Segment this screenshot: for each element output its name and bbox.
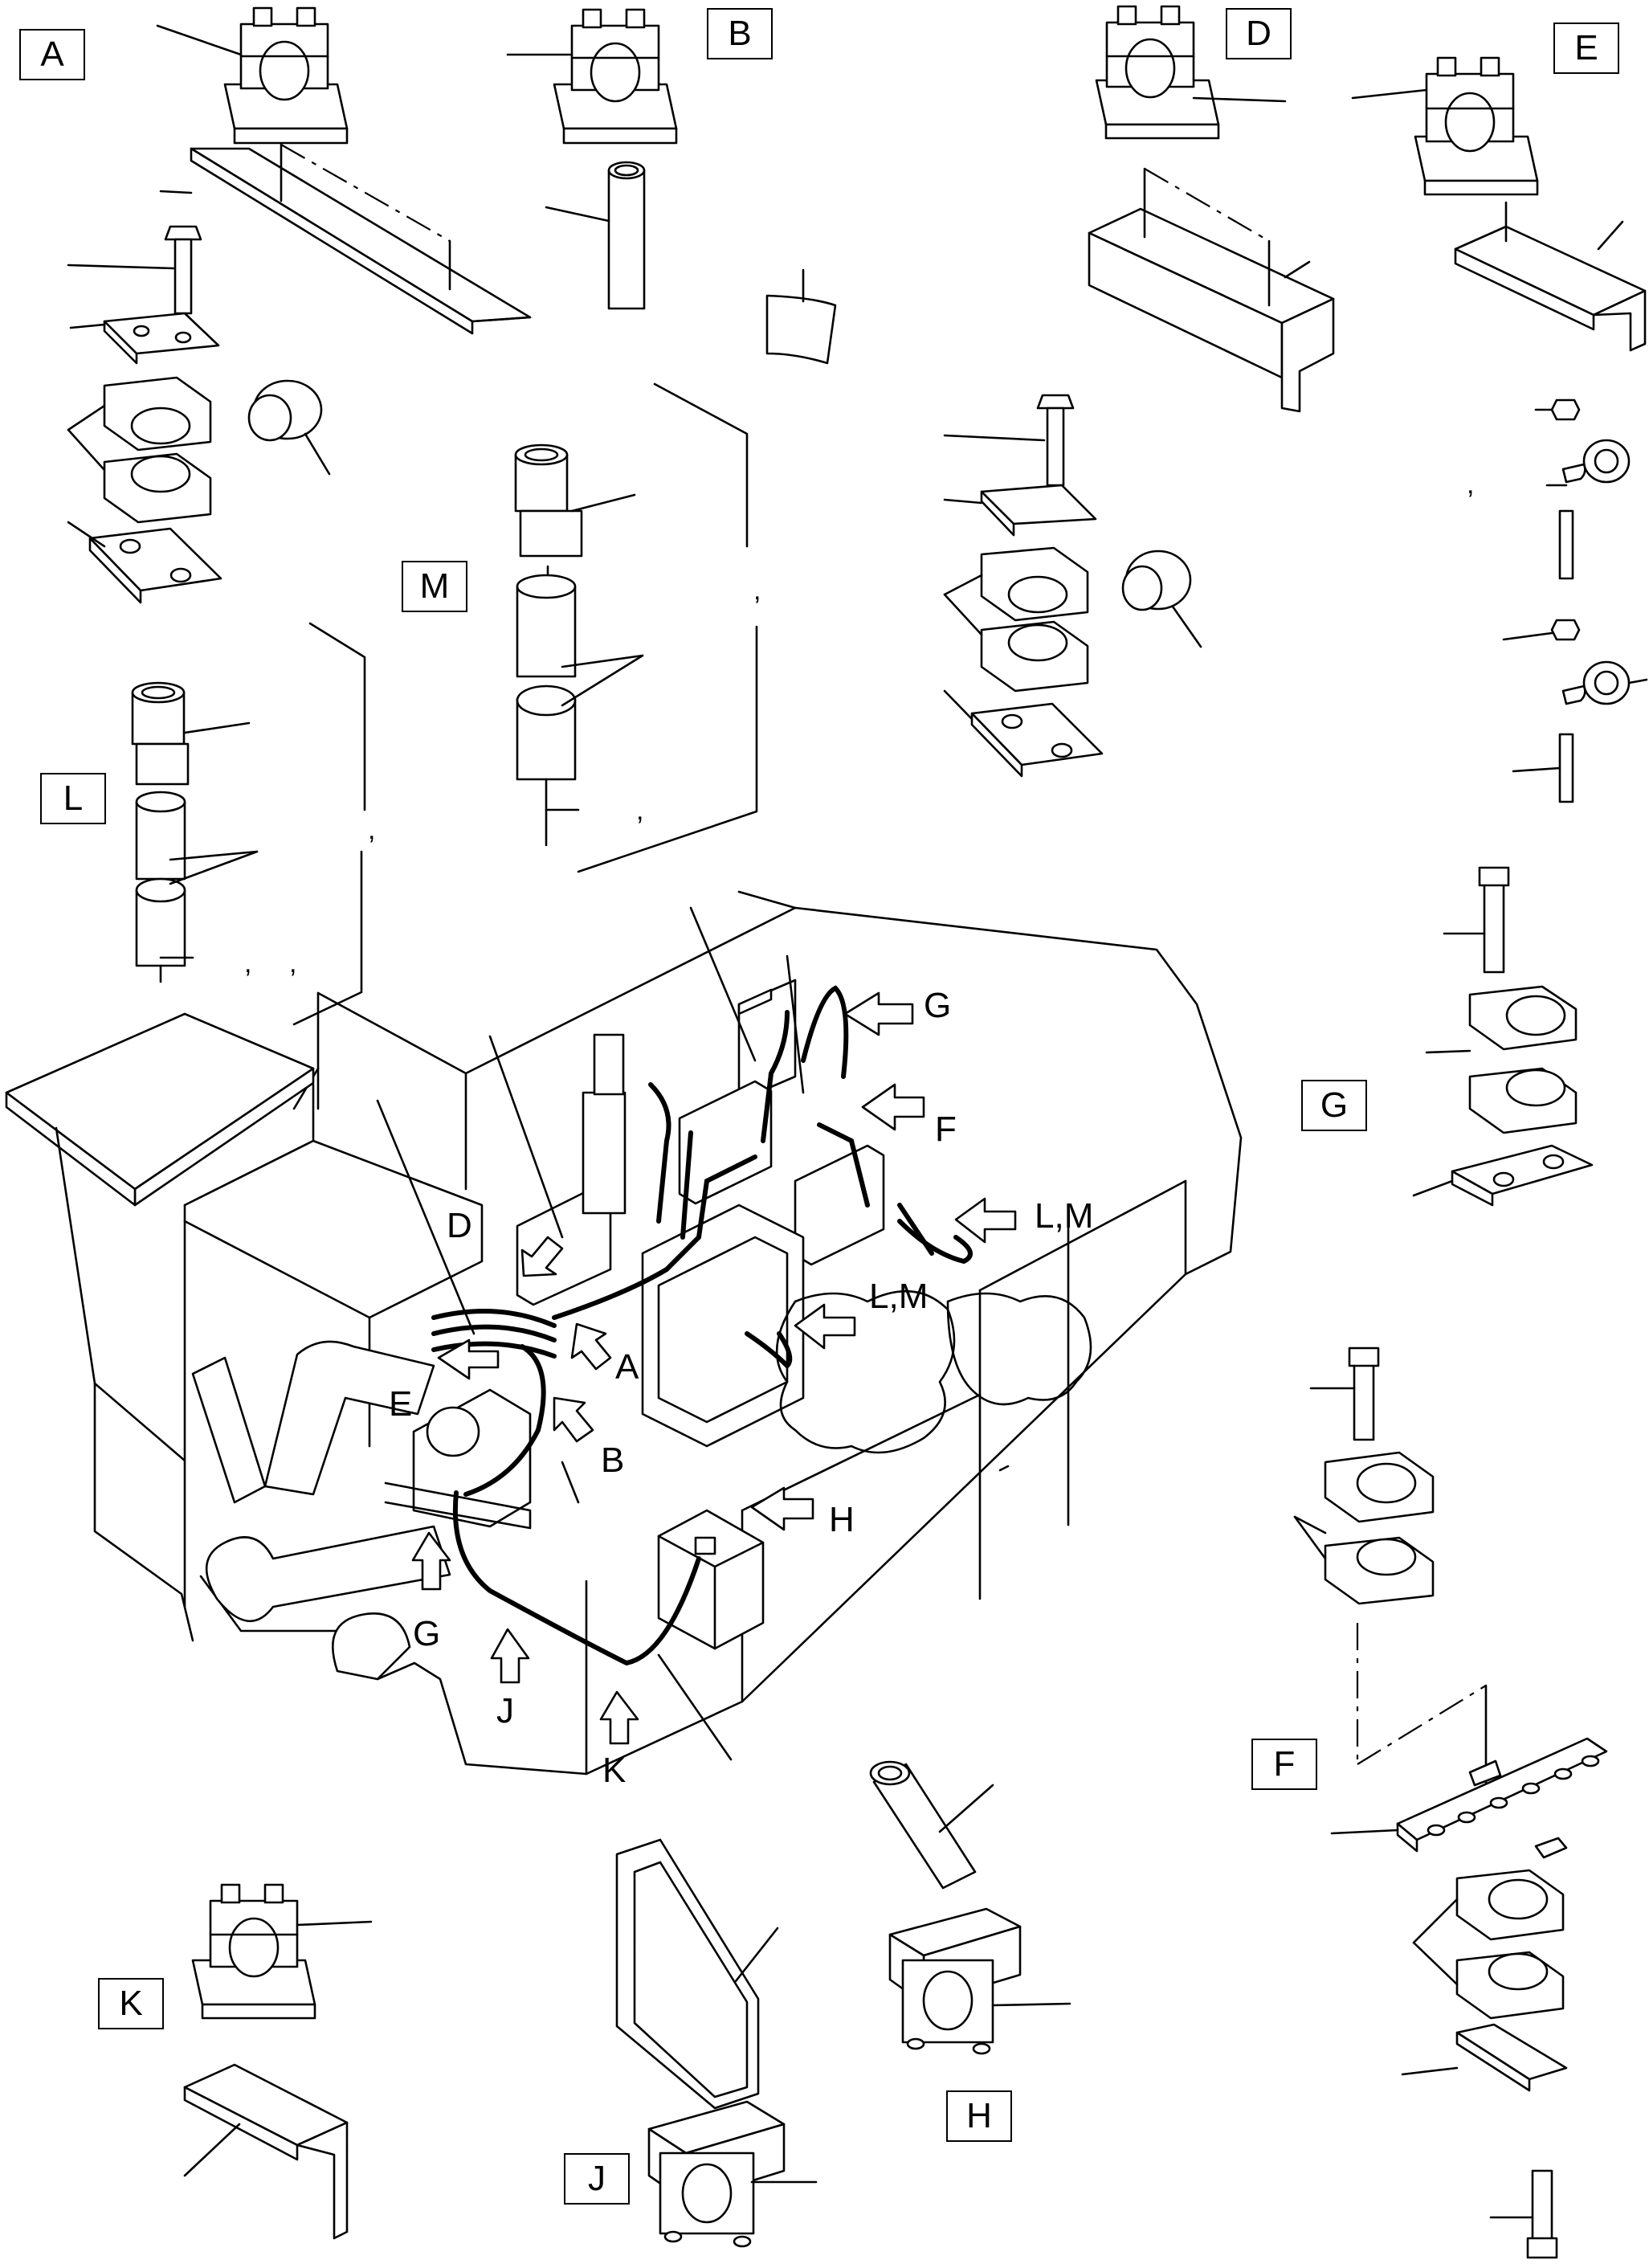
separator-comma: , (368, 815, 376, 845)
detail-m-fitting-assembly (514, 382, 758, 873)
arrow-d (520, 1236, 564, 1277)
detail-b-clamp-assembly (506, 8, 837, 365)
arrow-e (437, 1338, 500, 1380)
machine-outline (5, 890, 1243, 1776)
detail-g-clamp-assembly (1412, 866, 1594, 1207)
callout-g-top: G (924, 986, 952, 1025)
separator-comma: , (289, 948, 297, 979)
separator-comma: , (244, 948, 252, 979)
callout-arrows (411, 991, 1017, 1745)
detail-label-l: L (40, 773, 106, 824)
arrow-b (553, 1396, 594, 1443)
callout-d: D (447, 1206, 472, 1245)
arrow-g-bottom (411, 1531, 451, 1591)
callout-a: A (615, 1347, 639, 1387)
detail-d-clamp-assembly (943, 5, 1335, 778)
arrow-lm-upper (954, 1197, 1017, 1244)
detail-label-a: A (19, 29, 85, 80)
detail-j-bracket-assembly (615, 1838, 818, 2248)
detail-e-clamp-assembly (1351, 56, 1648, 803)
detail-label-g: G (1301, 1080, 1367, 1131)
detail-h-clamp-assembly (869, 1760, 1071, 2055)
detail-label-b: B (707, 8, 773, 59)
arrow-k (599, 1690, 639, 1745)
arrow-f (861, 1083, 925, 1131)
callout-e: E (389, 1384, 413, 1424)
detail-label-d: D (1226, 8, 1292, 59)
detail-k-clamp-assembly (183, 1883, 373, 2240)
callout-f: F (935, 1109, 957, 1149)
callout-lm-upper: L,M (1035, 1196, 1094, 1236)
detail-label-m: M (402, 561, 467, 612)
arrow-a (570, 1322, 612, 1371)
detail-l-fitting-assembly (131, 622, 366, 1026)
detail-label-h: H (946, 2090, 1012, 2142)
detail-a-clamp-assembly (67, 6, 532, 604)
separator-comma: , (1467, 469, 1475, 500)
detail-f-clamp-assembly (1293, 1346, 1608, 2259)
arrow-g-top (843, 991, 914, 1036)
detail-label-e: E (1553, 22, 1619, 74)
arrow-lm-lower (794, 1303, 856, 1350)
callout-b: B (601, 1440, 625, 1480)
detail-label-j: J (564, 2153, 630, 2205)
detail-label-f: F (1251, 1739, 1317, 1790)
callout-j: J (496, 1691, 514, 1731)
callout-k: K (602, 1751, 627, 1790)
separator-comma: , (636, 795, 644, 826)
arrow-h (750, 1486, 814, 1531)
callout-g-bottom: G (413, 1614, 441, 1653)
detail-label-k: K (98, 1978, 164, 2029)
callout-lm-lower: L,M (869, 1277, 929, 1316)
separator-comma: , (753, 575, 761, 606)
arrow-j (490, 1628, 530, 1684)
callout-h: H (829, 1500, 855, 1539)
